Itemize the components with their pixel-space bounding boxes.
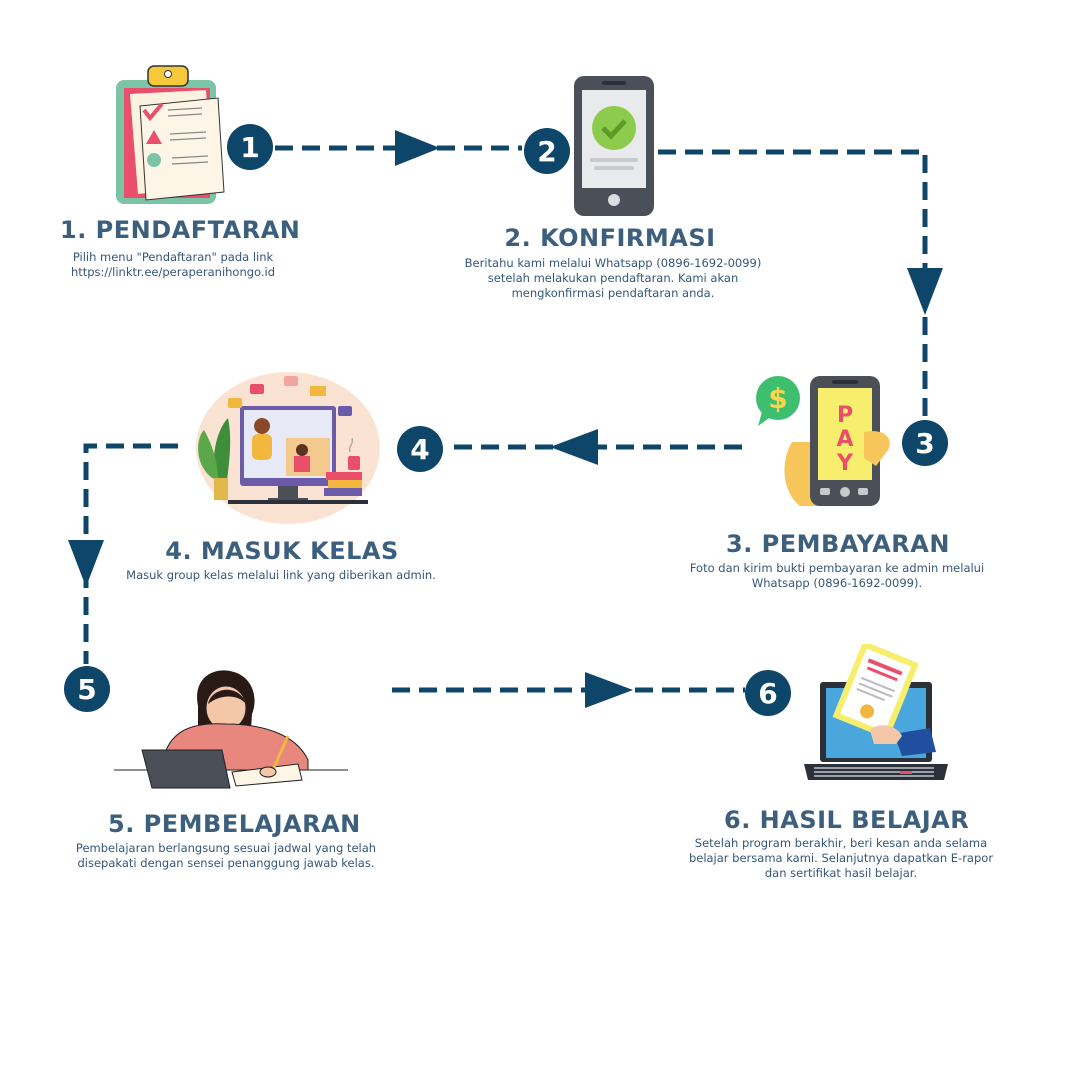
phone-pay-icon: P A Y $ bbox=[752, 372, 897, 510]
step-2-line-3: mengkonfirmasi pendaftaran anda. bbox=[511, 286, 715, 300]
step-6-description: Setelah program berakhir, beri kesan and… bbox=[668, 836, 1014, 881]
step-6-line-1: Setelah program berakhir, beri kesan and… bbox=[694, 836, 988, 850]
step-3-line-1: Foto dan kirim bukti pembayaran ke admin… bbox=[689, 561, 985, 575]
step-1-title: 1. PENDAFTARAN bbox=[60, 216, 301, 244]
step-1-description: Pilih menu "Pendaftaran" pada link https… bbox=[40, 250, 306, 280]
step-1-line-2: https://linktr.ee/peraperanihongo.id bbox=[70, 265, 276, 279]
dollar-label: $ bbox=[768, 382, 787, 415]
arrow-4-to-5 bbox=[83, 443, 178, 664]
step-4-line-1: Masuk group kelas melalui link yang dibe… bbox=[126, 568, 436, 582]
step-5-line-2: disepakati dengan sensei penanggung jawa… bbox=[77, 856, 375, 870]
step-2-badge: 2 bbox=[524, 128, 570, 174]
step-3-title: 3. PEMBAYARAN bbox=[726, 530, 950, 558]
step-4-badge: 4 bbox=[397, 426, 443, 472]
step-1-badge: 1 bbox=[227, 124, 273, 170]
phone-check-icon bbox=[572, 76, 656, 218]
svg-text:Y: Y bbox=[836, 451, 854, 476]
arrowhead-right-5 bbox=[585, 672, 633, 708]
arrowhead-down-2 bbox=[907, 268, 943, 315]
step-2-line-1: Beritahu kami melalui Whatsapp (0896-169… bbox=[464, 256, 762, 270]
online-class-icon bbox=[188, 368, 384, 526]
student-writing-icon bbox=[112, 664, 352, 800]
step-2-line-2: setelah melakukan pendaftaran. Kami akan bbox=[487, 271, 739, 285]
arrowhead-right-1 bbox=[395, 130, 440, 166]
step-5-description: Pembelajaran berlangsung sesuai jadwal y… bbox=[58, 841, 394, 871]
svg-text:A: A bbox=[836, 427, 853, 452]
step-5-line-1: Pembelajaran berlangsung sesuai jadwal y… bbox=[75, 841, 377, 855]
step-3-badge: 3 bbox=[902, 420, 948, 466]
step-3-line-2: Whatsapp (0896-1692-0099). bbox=[751, 576, 923, 590]
arrow-2-to-3 bbox=[658, 149, 928, 418]
arrowhead-down-4 bbox=[68, 540, 104, 587]
step-5-badge: 5 bbox=[64, 666, 110, 712]
step-4-title: 4. MASUK KELAS bbox=[165, 537, 399, 565]
step-5-title: 5. PEMBELAJARAN bbox=[108, 810, 361, 838]
step-4-description: Masuk group kelas melalui link yang dibe… bbox=[106, 568, 456, 583]
step-1-line-1: Pilih menu "Pendaftaran" pada link bbox=[72, 250, 274, 264]
clipboard-icon bbox=[110, 62, 230, 210]
step-6-badge: 6 bbox=[745, 670, 791, 716]
step-3-description: Foto dan kirim bukti pembayaran ke admin… bbox=[672, 561, 1002, 591]
laptop-certificate-icon bbox=[800, 640, 952, 784]
step-6-title: 6. HASIL BELAJAR bbox=[724, 806, 970, 834]
step-6-line-2: belajar bersama kami. Selanjutnya dapatk… bbox=[688, 851, 994, 865]
pay-label: P bbox=[837, 403, 853, 428]
step-6-line-3: dan sertifikat hasil belajar. bbox=[764, 866, 918, 880]
step-2-title: 2. KONFIRMASI bbox=[504, 224, 716, 252]
step-2-description: Beritahu kami melalui Whatsapp (0896-169… bbox=[440, 256, 786, 301]
arrowhead-left-3 bbox=[550, 429, 598, 465]
